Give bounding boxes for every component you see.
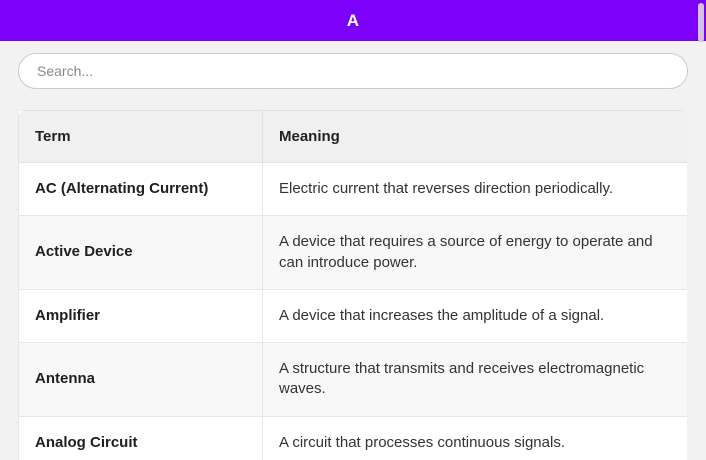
search-container bbox=[18, 53, 688, 89]
table-row[interactable]: Amplifier A device that increases the am… bbox=[18, 288, 687, 344]
table-body: AC (Alternating Current) Electric curren… bbox=[18, 161, 687, 460]
table-row[interactable]: Analog Circuit A circuit that processes … bbox=[18, 415, 687, 460]
cell-term: Amplifier bbox=[18, 288, 263, 344]
search-input[interactable] bbox=[18, 53, 688, 89]
table-row[interactable]: Active Device A device that requires a s… bbox=[18, 215, 687, 290]
page-title: A bbox=[346, 11, 360, 30]
glossary-table: Term Meaning AC (Alternating Current) El… bbox=[18, 110, 687, 460]
cell-meaning: A device that requires a source of energ… bbox=[262, 215, 687, 290]
cell-term: Analog Circuit bbox=[18, 415, 263, 460]
column-header-term[interactable]: Term bbox=[18, 110, 263, 163]
cell-meaning: A device that increases the amplitude of… bbox=[262, 288, 687, 344]
cell-meaning: Electric current that reverses direction… bbox=[262, 161, 687, 217]
cell-meaning: A structure that transmits and receives … bbox=[262, 342, 687, 417]
scrollbar-thumb[interactable] bbox=[698, 3, 704, 42]
column-header-meaning[interactable]: Meaning bbox=[262, 110, 687, 163]
app-header: A bbox=[0, 0, 706, 41]
vertical-scrollbar[interactable] bbox=[698, 0, 706, 460]
glossary-table-container: Term Meaning AC (Alternating Current) El… bbox=[18, 110, 687, 460]
cell-term: Active Device bbox=[18, 215, 263, 290]
cell-term: Antenna bbox=[18, 342, 263, 417]
table-header-row: Term Meaning bbox=[18, 110, 687, 163]
cell-meaning: A circuit that processes continuous sign… bbox=[262, 415, 687, 460]
table-row[interactable]: Antenna A structure that transmits and r… bbox=[18, 342, 687, 417]
table-row[interactable]: AC (Alternating Current) Electric curren… bbox=[18, 161, 687, 217]
cell-term: AC (Alternating Current) bbox=[18, 161, 263, 217]
table-header: Term Meaning bbox=[18, 110, 687, 163]
